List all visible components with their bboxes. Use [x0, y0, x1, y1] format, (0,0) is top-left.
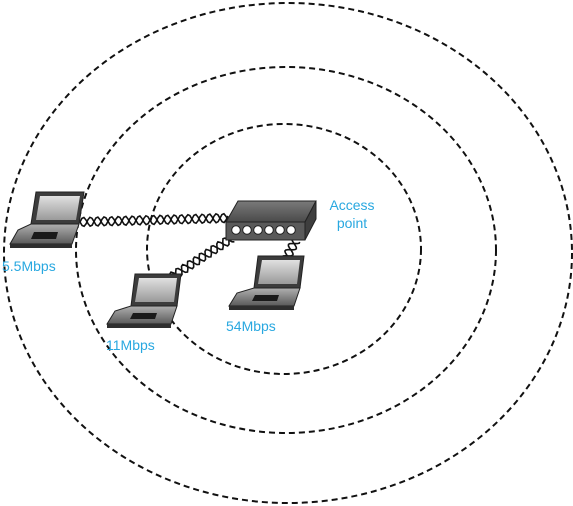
coverage-ring-middle [75, 66, 497, 434]
rate-label-inner: 54Mbps [226, 318, 276, 334]
rate-label-middle: 11Mbps [106, 337, 155, 353]
rate-label-outer: 5.5Mbps [2, 258, 56, 274]
laptop-icon [228, 255, 305, 310]
coverage-ring-outer [3, 2, 573, 504]
access-point-label: Access point [318, 196, 386, 232]
coverage-ring-inner [146, 123, 422, 375]
access-point-label-line1: Access [329, 197, 375, 213]
laptop-icon [9, 191, 85, 248]
access-point-label-line2: point [336, 215, 368, 231]
laptop-icon [106, 273, 182, 328]
access-point-icon [225, 200, 317, 241]
